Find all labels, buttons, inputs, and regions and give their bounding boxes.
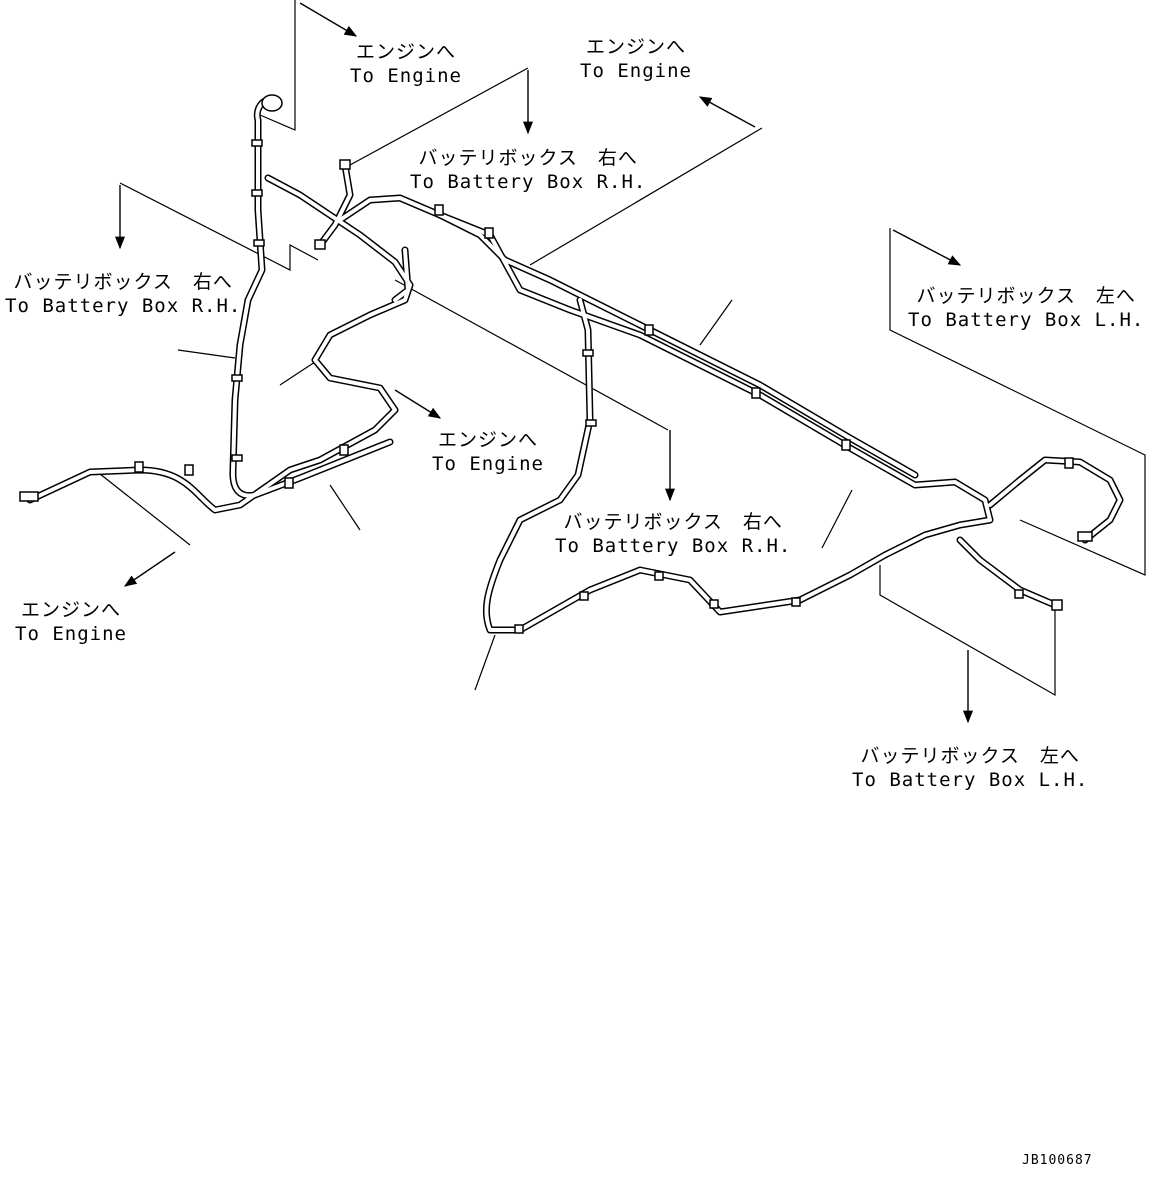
connector-ends — [19, 94, 1093, 611]
label-en: To Engine — [15, 623, 127, 645]
label-jp: バッテリボックス 右へ — [563, 511, 783, 533]
label-en: To Engine — [432, 453, 544, 475]
label-to-engine-bottom-left: エンジンへ To Engine — [15, 598, 127, 646]
leader-lines — [94, 0, 1146, 697]
label-jp: エンジンへ — [20, 599, 121, 621]
label-en: To Battery Box L.H. — [908, 309, 1145, 331]
label-battery-rh-left: バッテリボックス 右へ To Battery Box R.H. — [5, 270, 241, 318]
harness-cables — [26, 96, 1124, 634]
label-jp: エンジンへ — [355, 41, 456, 63]
label-jp: バッテリボックス 左へ — [916, 285, 1136, 307]
label-battery-rh-center: バッテリボックス 右へ To Battery Box R.H. — [555, 510, 791, 558]
label-en: To Engine — [350, 65, 462, 87]
label-en: To Battery Box R.H. — [410, 171, 647, 193]
label-jp: バッテリボックス 右へ — [418, 147, 638, 169]
label-to-engine-center: エンジンへ To Engine — [432, 428, 544, 476]
label-en: To Battery Box L.H. — [852, 769, 1089, 791]
label-to-engine-top-left: エンジンへ To Engine — [350, 40, 462, 88]
label-to-engine-top-center: エンジンへ To Engine — [580, 35, 692, 83]
label-en: To Engine — [580, 60, 692, 82]
label-en: To Battery Box R.H. — [5, 295, 242, 317]
label-jp: エンジンへ — [585, 36, 686, 58]
direction-arrows — [114, 2, 974, 724]
label-jp: バッテリボックス 右へ — [13, 271, 233, 293]
label-en: To Battery Box R.H. — [555, 535, 792, 557]
label-jp: エンジンへ — [437, 429, 538, 451]
drawing-code: JB100687 — [1022, 1153, 1093, 1168]
label-battery-lh-bottom: バッテリボックス 左へ To Battery Box L.H. — [852, 744, 1088, 792]
label-battery-lh-right: バッテリボックス 左へ To Battery Box L.H. — [908, 284, 1144, 332]
clamp-marks — [134, 139, 1074, 634]
label-battery-rh-top: バッテリボックス 右へ To Battery Box R.H. — [410, 146, 646, 194]
label-jp: バッテリボックス 左へ — [860, 745, 1080, 767]
